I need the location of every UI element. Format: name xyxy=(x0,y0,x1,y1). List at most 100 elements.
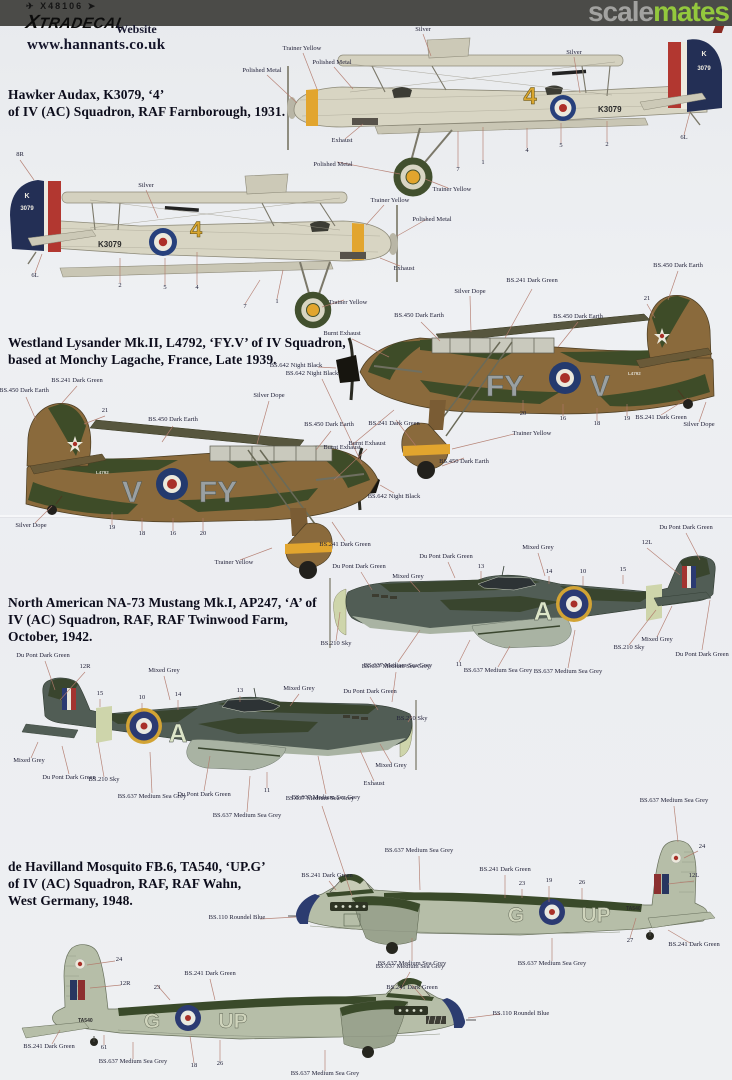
callout-label: Burnt Exhaust xyxy=(323,444,361,451)
fin-serial-number: 3079 xyxy=(697,66,711,72)
callout-label: Du Pont Dark Green xyxy=(659,524,713,531)
fold-crease-shadow xyxy=(0,517,732,518)
callout-label: Du Pont Dark Green xyxy=(332,563,386,570)
title-line: based at Monchy Lagache, France, Late 19… xyxy=(8,352,277,367)
callout-label: Du Pont Dark Green xyxy=(42,774,96,781)
website-url: www.hannants.co.uk xyxy=(27,37,166,53)
callout-label: BS.241 Dark Green xyxy=(479,866,531,873)
title-line: October, 1942. xyxy=(8,629,93,644)
callout-label: BS.450 Dark Earth xyxy=(148,416,198,423)
callout-label: Du Pont Dark Green xyxy=(343,688,397,695)
callout-label: BS.241 Dark Green xyxy=(386,984,438,991)
callout-label: BS.450 Dark Earth xyxy=(653,262,703,269)
decal-number: 14 xyxy=(546,568,553,575)
callout-label: BS.210 Sky xyxy=(320,640,352,647)
aircraft-letter: A xyxy=(169,718,188,748)
decal-number: 20 xyxy=(520,410,527,417)
callout-label: Silver Dope xyxy=(15,522,46,529)
arrow-icon: ➤ xyxy=(87,1,98,11)
title-line: IV (AC) Squadron, RAF, RAF Twinwood Farm… xyxy=(8,612,289,627)
callout-label: BS.637 Medium Sea Grey xyxy=(534,668,603,675)
decal-number: 27 xyxy=(627,937,634,944)
callout-label: Du Pont Dark Green xyxy=(419,553,473,560)
decal-number: 21 xyxy=(644,295,651,302)
callout-label: BS.637 Medium Sea Grey xyxy=(213,812,282,819)
title-line: Westland Lysander Mk.II, L4792, ‘FY.V’ o… xyxy=(8,335,346,350)
decal-number: 5 xyxy=(163,284,166,291)
section-title-lysander: Westland Lysander Mk.II, L4792, ‘FY.V’ o… xyxy=(8,334,346,368)
decal-number: 21 xyxy=(102,407,109,414)
callout-label: BS.637 Medium Sea Grey xyxy=(364,662,433,669)
leader-lines xyxy=(19,33,711,1071)
callout-label: Silver xyxy=(415,26,431,33)
squadron-code: UP xyxy=(218,1010,247,1033)
decal-number: 12R xyxy=(80,663,92,670)
decal-number: 2 xyxy=(605,141,608,148)
serial: L4792 xyxy=(628,371,641,376)
callout-label: BS.241 Dark Green xyxy=(319,541,371,548)
callout-label: BS.450 Dark Earth xyxy=(439,458,489,465)
squadron-code: FY xyxy=(199,476,237,509)
callout-label: Mixed Grey xyxy=(641,636,673,643)
title-line: of IV (AC) Squadron, RAF, RAF Wahn, xyxy=(8,876,242,891)
callout-label: BS.642 Night Black xyxy=(270,362,323,369)
callout-label: Silver Dope xyxy=(253,392,284,399)
callout-label: Exhaust xyxy=(394,265,415,272)
decal-number: 19 xyxy=(109,524,116,531)
callout-label: Polished Metal xyxy=(313,161,352,168)
callout-label: BS.637 Medium Sea Grey xyxy=(378,960,447,967)
audax-profile-bottom: K 3079 K3079 4 xyxy=(10,173,398,329)
serial: L4792 xyxy=(96,470,109,475)
decal-number: 26 xyxy=(579,879,586,886)
website-label: Website xyxy=(116,22,157,36)
plane-icon: ✈ xyxy=(26,1,36,11)
product-code: X48106 xyxy=(40,1,84,11)
callout-label: BS.241 Dark Green xyxy=(184,970,236,977)
decal-number: 19 xyxy=(546,877,553,884)
decal-number: 23 xyxy=(154,984,161,991)
callout-label: BS.637 Medium Sea Grey xyxy=(292,794,361,801)
callout-label: BS.241 Dark Green xyxy=(301,872,353,879)
fuselage-serial: K3079 xyxy=(598,105,622,114)
decal-number: 19 xyxy=(624,415,631,422)
fold-crease xyxy=(0,515,732,517)
callout-label: Polished Metal xyxy=(312,59,351,66)
callout-label: BS.450 Dark Earth xyxy=(553,313,603,320)
callout-label: Silver Dope xyxy=(683,421,714,428)
callout-label: Exhaust xyxy=(364,780,385,787)
decal-number: 8R xyxy=(16,151,24,158)
decal-number: 11 xyxy=(456,661,462,668)
fuselage-serial: K3079 xyxy=(98,240,122,249)
title-line: de Havilland Mosquito FB.6, TA540, ‘UP.G… xyxy=(8,859,266,874)
callout-label: BS.450 Dark Earth xyxy=(304,421,354,428)
code-number: 4 xyxy=(523,83,537,110)
decal-number: 18 xyxy=(594,420,601,427)
callout-label: Mixed Grey xyxy=(375,762,407,769)
callout-label: Mixed Grey xyxy=(283,685,315,692)
watermark-part1: scale xyxy=(587,0,654,27)
mustang-profile-right: A xyxy=(329,555,716,649)
decal-number: 20 xyxy=(200,530,207,537)
mosquito-profile-right: G UP TA540 xyxy=(288,840,716,954)
decal-number: 5 xyxy=(559,142,562,149)
callout-label: Trainer Yellow xyxy=(513,430,552,437)
callout-label: BS.241 Dark Green xyxy=(506,277,558,284)
callout-label: BS.110 Roundel Blue xyxy=(209,914,266,921)
decal-number: 6L xyxy=(31,272,38,279)
decal-number: 13 xyxy=(237,687,244,694)
decal-number: 1 xyxy=(275,298,278,305)
decal-number: 14 xyxy=(175,691,182,698)
callout-label: Burnt Exhaust xyxy=(348,440,386,447)
fin-serial-letter: K xyxy=(701,51,706,58)
callout-label: BS.210 Sky xyxy=(613,644,645,651)
callout-label: BS.637 Medium Sea Grey xyxy=(376,963,445,970)
callout-label: BS.241 Dark Green xyxy=(668,941,720,948)
watermark-bar xyxy=(0,0,732,26)
callout-label: Trainer Yellow xyxy=(329,299,368,306)
callout-label: BS.637 Medium Sea Grey xyxy=(99,1058,168,1065)
callout-label: Mixed Grey xyxy=(148,667,180,674)
callout-label: BS.637 Medium Sea Grey xyxy=(118,793,187,800)
decal-number: 1 xyxy=(481,159,484,166)
